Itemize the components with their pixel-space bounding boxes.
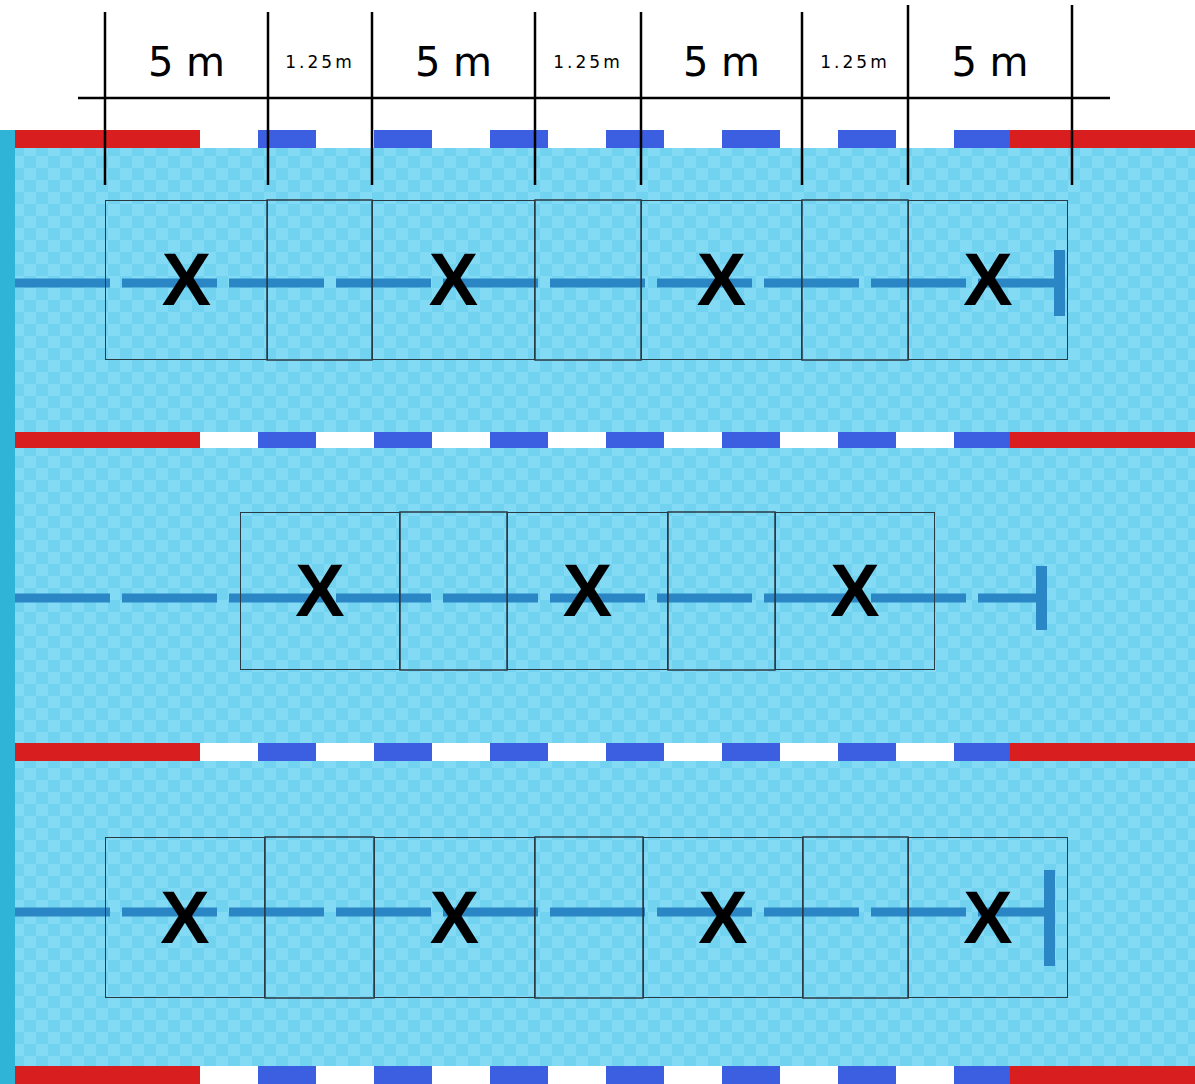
dimension-label: 1.25m: [553, 54, 622, 71]
gap-boxes: [265, 200, 908, 998]
station-box: X: [775, 512, 935, 670]
dimension-label: 5 m: [415, 42, 492, 82]
station-mark: X: [830, 554, 879, 628]
station-box: X: [507, 512, 668, 670]
dimension-label: 5 m: [951, 42, 1028, 82]
dimension-label: 1.25m: [285, 54, 354, 71]
pool-wall: [0, 130, 15, 1084]
station-mark: X: [430, 881, 479, 955]
station-box: X: [643, 837, 803, 998]
dimension-lines: [78, 5, 1110, 185]
station-box: X: [372, 200, 535, 360]
lane-ropes: [15, 130, 1195, 1084]
station-mark: X: [295, 554, 344, 628]
station-box: X: [105, 837, 265, 998]
station-mark: X: [563, 554, 612, 628]
water: [0, 130, 1195, 1084]
station-mark: X: [162, 243, 211, 317]
station-box: X: [908, 200, 1068, 360]
station-mark: X: [963, 243, 1012, 317]
station-mark: X: [697, 243, 746, 317]
dimension-label: 5 m: [683, 42, 760, 82]
station-box: X: [374, 837, 535, 998]
station-mark: X: [429, 243, 478, 317]
station-mark: X: [963, 881, 1012, 955]
station-box: X: [641, 200, 802, 360]
dimension-label: 5 m: [148, 42, 225, 82]
station-mark: X: [160, 881, 209, 955]
station-box: X: [105, 200, 268, 360]
station-box: X: [908, 837, 1068, 998]
station-mark: X: [698, 881, 747, 955]
station-box: X: [240, 512, 400, 670]
dimension-label: 1.25m: [820, 54, 889, 71]
